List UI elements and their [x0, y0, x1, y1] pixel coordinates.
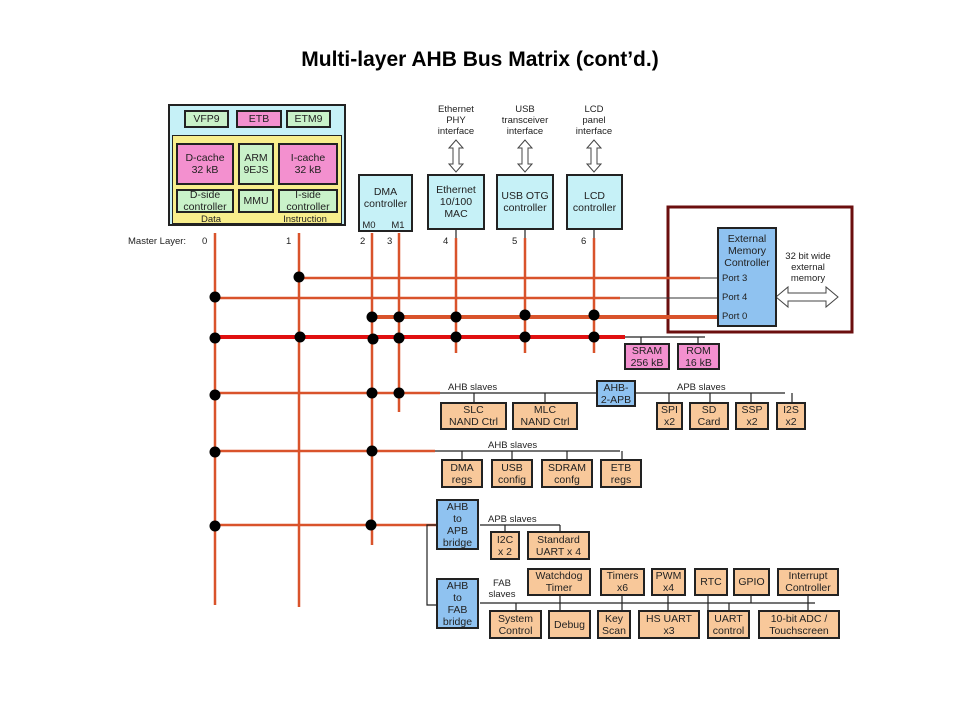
key-scan-block[interactable]: Key Scan [597, 610, 631, 639]
i2s-block[interactable]: I2S x2 [776, 402, 806, 430]
spi-block[interactable]: SPI x2 [656, 402, 683, 430]
ahb-slaves-label-2: AHB slaves [488, 440, 538, 451]
i-cache-block[interactable]: I-cache 32 kB [278, 143, 338, 185]
external-memory-controller-block[interactable]: External Memory Controller [717, 227, 777, 327]
i-side-controller-block[interactable]: I-side controller [278, 189, 338, 213]
emc-port-0: Port 0 [722, 311, 748, 322]
emc-highlight-frame [666, 205, 854, 334]
sdram-config-block[interactable]: SDRAM confg [541, 459, 593, 488]
ethernet-phy-interface-label: Ethernet PHY interface [437, 104, 475, 137]
connector-lines [250, 116, 815, 612]
gpio-block[interactable]: GPIO [733, 568, 770, 596]
ahb-to-apb-bridge-block[interactable]: AHB to APB bridge [436, 499, 479, 550]
arm9ejs-block[interactable]: ARM 9EJS [238, 143, 274, 185]
d-cache-block[interactable]: D-cache 32 kB [176, 143, 234, 185]
system-control-block[interactable]: System Control [489, 610, 542, 639]
slave-bus-lines [215, 276, 720, 527]
mlc-nand-ctrl-block[interactable]: MLC NAND Ctrl [512, 402, 578, 430]
dma-m0-label: M0 [362, 220, 376, 231]
dma-controller-block[interactable]: DMA controller [358, 174, 413, 232]
dma-controller-label: DMA controller [363, 186, 408, 210]
d-side-controller-block[interactable]: D-side controller [176, 189, 234, 213]
master-layer-number: 0 [202, 236, 208, 247]
interface-arrows [447, 139, 839, 309]
master-layer-label: Master Layer: [128, 236, 187, 247]
ethernet-mac-block[interactable]: Ethernet 10/100 MAC [427, 174, 485, 230]
apb-slaves-label: APB slaves [677, 382, 726, 393]
master-layer-number: 3 [387, 236, 393, 247]
sd-card-block[interactable]: SD Card [689, 402, 729, 430]
lcd-controller-block[interactable]: LCD controller [566, 174, 623, 230]
etm9-block[interactable]: ETM9 [286, 110, 331, 128]
interrupt-controller-block[interactable]: Interrupt Controller [777, 568, 839, 596]
etb-block[interactable]: ETB [236, 110, 282, 128]
usb-transceiver-interface-label: USB transceiver interface [501, 104, 549, 137]
slc-nand-ctrl-block[interactable]: SLC NAND Ctrl [440, 402, 507, 430]
instruction-label: Instruction [283, 214, 327, 225]
ahb-2-apb-bridge-block[interactable]: AHB- 2-APB [596, 380, 636, 407]
data-label: Data [200, 214, 222, 225]
master-layer-number: 6 [581, 236, 587, 247]
dma-m1-label: M1 [391, 220, 405, 231]
master-layer-number: 4 [443, 236, 449, 247]
uart-control-block[interactable]: UART control [707, 610, 750, 639]
dma-regs-block[interactable]: DMA regs [441, 459, 483, 488]
watchdog-timer-block[interactable]: Watchdog Timer [527, 568, 591, 596]
adc-touchscreen-block[interactable]: 10-bit ADC / Touchscreen [758, 610, 840, 639]
i2c-block[interactable]: I2C x 2 [490, 531, 520, 560]
external-memory-label: 32 bit wide external memory [785, 251, 831, 284]
debug-block[interactable]: Debug [548, 610, 591, 639]
fab-slaves-label: FAB slaves [488, 578, 516, 600]
connection-dots [209, 271, 600, 532]
page-title: Multi-layer AHB Bus Matrix (cont’d.) [301, 48, 659, 71]
standard-uart-block[interactable]: Standard UART x 4 [527, 531, 590, 560]
ahb-slaves-label: AHB slaves [448, 382, 498, 393]
apb-slaves-label-2: APB slaves [488, 514, 537, 525]
rtc-block[interactable]: RTC [694, 568, 728, 596]
emc-port-3: Port 3 [722, 273, 748, 284]
master-layer-number: 5 [512, 236, 518, 247]
rom-block[interactable]: ROM 16 kB [677, 343, 720, 370]
etb-regs-block[interactable]: ETB regs [600, 459, 642, 488]
usb-otg-controller-block[interactable]: USB OTG controller [496, 174, 554, 230]
vfp9-block[interactable]: VFP9 [184, 110, 229, 128]
timers-block[interactable]: Timers x6 [600, 568, 645, 596]
master-layer-number: 1 [286, 236, 292, 247]
mmu-block[interactable]: MMU [238, 189, 274, 213]
ahb-to-fab-bridge-block[interactable]: AHB to FAB bridge [436, 578, 479, 629]
pwm-block[interactable]: PWM x4 [651, 568, 686, 596]
ssp-block[interactable]: SSP x2 [735, 402, 769, 430]
lcd-panel-interface-label: LCD panel interface [575, 104, 613, 137]
usb-config-block[interactable]: USB config [491, 459, 533, 488]
hs-uart-block[interactable]: HS UART x3 [638, 610, 700, 639]
emc-port-4: Port 4 [722, 292, 748, 303]
sram-block[interactable]: SRAM 256 kB [624, 343, 670, 370]
master-layer-number: 2 [360, 236, 366, 247]
